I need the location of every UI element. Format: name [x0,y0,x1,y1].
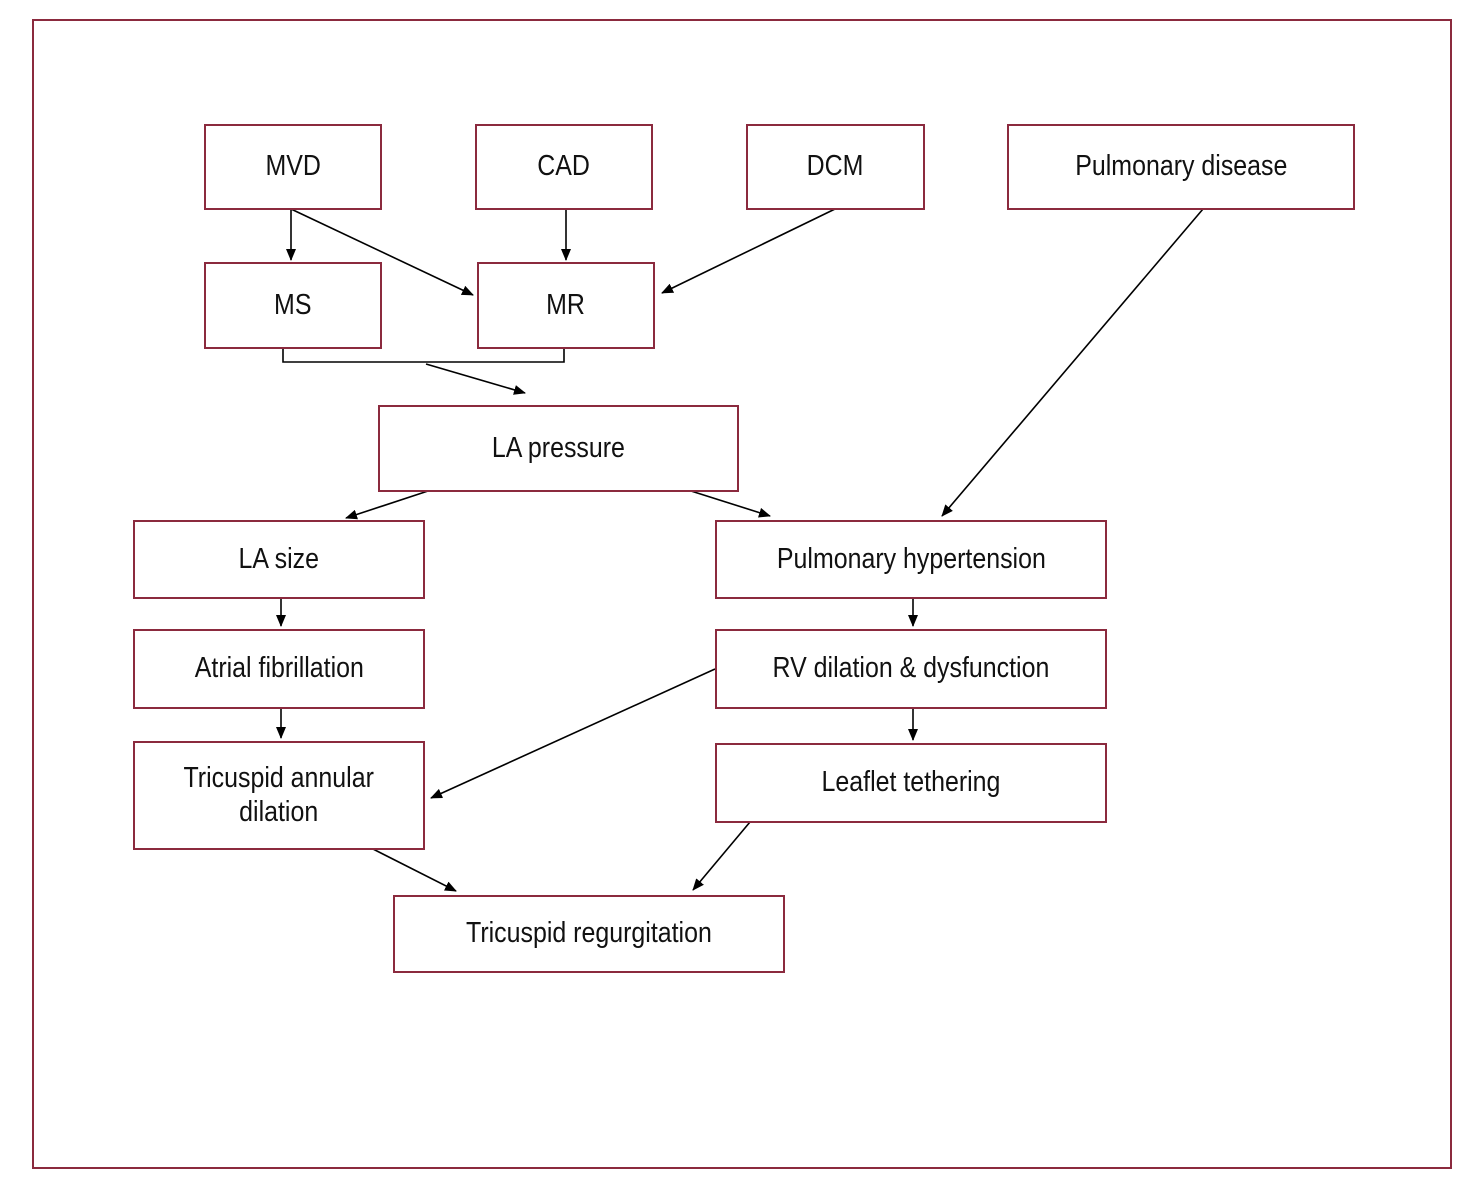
node-atrial-fibrillation: Atrial fibrillation [133,629,425,709]
node-mr: MR [477,262,655,349]
node-pulmonary-disease: Pulmonary disease [1007,124,1355,210]
node-pulmonary-disease-label: Pulmonary disease [1074,150,1288,183]
node-tricuspid-annular-dilation: Tricuspid annular dilation [133,741,425,850]
edge-la-pressure-la-size [345,490,429,520]
node-cad-label: CAD [537,150,591,183]
node-ms-label: MS [274,288,312,321]
edge-rv-tad [430,668,716,799]
node-la-size-label: LA size [238,542,320,575]
edge-la-pressure-pulm-htn [690,490,771,518]
edge-dcm-mr [661,208,836,294]
node-mvd-label: MVD [265,150,321,183]
figure-frame [32,19,1452,1169]
edge-tad-tr [372,848,457,892]
node-pulmonary-hypertension: Pulmonary hypertension [715,520,1107,599]
edge-join-la-pressure [425,363,526,395]
edge-leaflet-tr [692,821,751,891]
node-leaflet-tethering-label: Leaflet tethering [821,766,1001,799]
node-leaflet-tethering: Leaflet tethering [715,743,1107,823]
node-dcm-label: DCM [807,150,864,183]
node-ms: MS [204,262,382,349]
node-la-pressure: LA pressure [378,405,739,492]
node-cad: CAD [475,124,653,210]
node-mr-label: MR [546,288,586,321]
node-pulmonary-hypertension-label: Pulmonary hypertension [776,542,1046,575]
node-rv-dilation-label: RV dilation & dysfunction [772,652,1050,685]
node-rv-dilation: RV dilation & dysfunction [715,629,1107,709]
node-dcm: DCM [746,124,925,210]
node-tricuspid-regurgitation: Tricuspid regurgitation [393,895,785,973]
edge-ms-mr-join [282,348,565,363]
node-mvd: MVD [204,124,382,210]
edge-mvd-mr [290,208,474,296]
edge-pulm-disease-pulm-htn [941,208,1204,517]
node-atrial-fibrillation-label: Atrial fibrillation [194,652,364,685]
node-la-pressure-label: LA pressure [491,431,626,464]
node-tricuspid-regurgitation-label: Tricuspid regurgitation [466,917,712,950]
node-la-size: LA size [133,520,425,599]
node-tricuspid-annular-dilation-label: Tricuspid annular dilation [183,762,375,828]
